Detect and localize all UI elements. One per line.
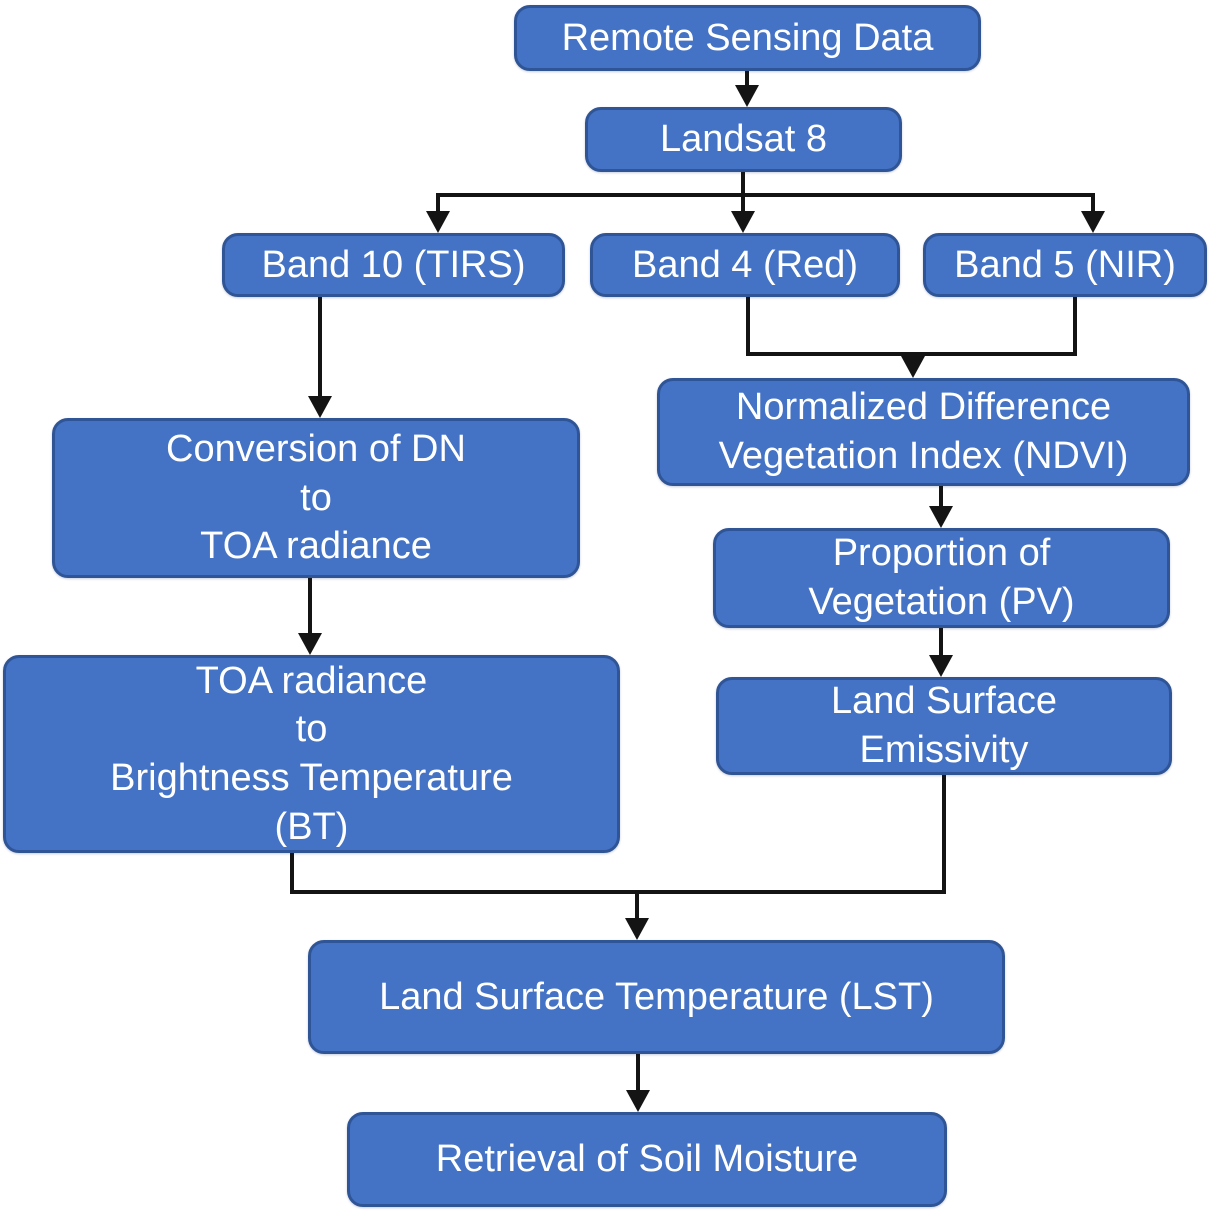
edge-band4-down-line [746,297,750,356]
arrowhead-to-bt [298,633,322,655]
node-ndvi: Normalized Difference Vegetation Index (… [657,378,1190,486]
edge-pv-to-emissivity-line [939,628,943,657]
edge-band10-to-conversion-line [318,297,322,398]
arrowhead-to-landsat [735,85,759,107]
arrowhead-to-emissivity [929,655,953,677]
edge-branch-to-band5-line [1091,193,1095,213]
arrowhead-to-band4 [731,211,755,233]
node-land-surface-emissivity: Land Surface Emissivity [716,677,1172,775]
node-toa-to-brightness-temperature: TOA radiance to Brightness Temperature (… [3,655,620,853]
node-proportion-of-vegetation: Proportion of Vegetation (PV) [713,528,1170,628]
edge-landsat-stem-line [741,172,745,213]
node-conversion-dn-to-toa: Conversion of DN to TOA radiance [52,418,580,578]
edge-lst-to-retrieval-line [636,1054,640,1092]
arrowhead-to-band10 [426,211,450,233]
node-band-4-red: Band 4 (Red) [590,233,900,297]
edge-bt-emissivity-merge-line [290,890,946,894]
node-land-surface-temperature: Land Surface Temperature (LST) [308,940,1005,1054]
arrowhead-to-conversion [308,396,332,418]
node-retrieval-of-soil-moisture: Retrieval of Soil Moisture [347,1112,947,1207]
arrowhead-to-lst [625,918,649,940]
node-remote-sensing-data: Remote Sensing Data [514,5,981,71]
arrowhead-to-pv [929,506,953,528]
edge-remote-to-landsat-line [745,71,749,89]
arrowhead-to-retrieval [626,1090,650,1112]
edge-merge-to-lst-line [635,894,639,920]
node-band-5-nir: Band 5 (NIR) [923,233,1207,297]
edge-band5-down-line [1073,297,1077,356]
edge-conversion-to-bt-line [308,578,312,635]
node-landsat-8: Landsat 8 [585,107,902,172]
edge-ndvi-to-pv-line [939,486,943,508]
edge-bt-down-line [290,853,294,894]
arrowhead-to-ndvi [901,356,925,378]
node-band-10-tirs: Band 10 (TIRS) [222,233,565,297]
edge-emissivity-down-line [942,775,946,894]
edge-branch-to-band10-line [436,193,440,213]
edge-landsat-branch-line [436,193,1093,197]
arrowhead-to-band5 [1081,211,1105,233]
